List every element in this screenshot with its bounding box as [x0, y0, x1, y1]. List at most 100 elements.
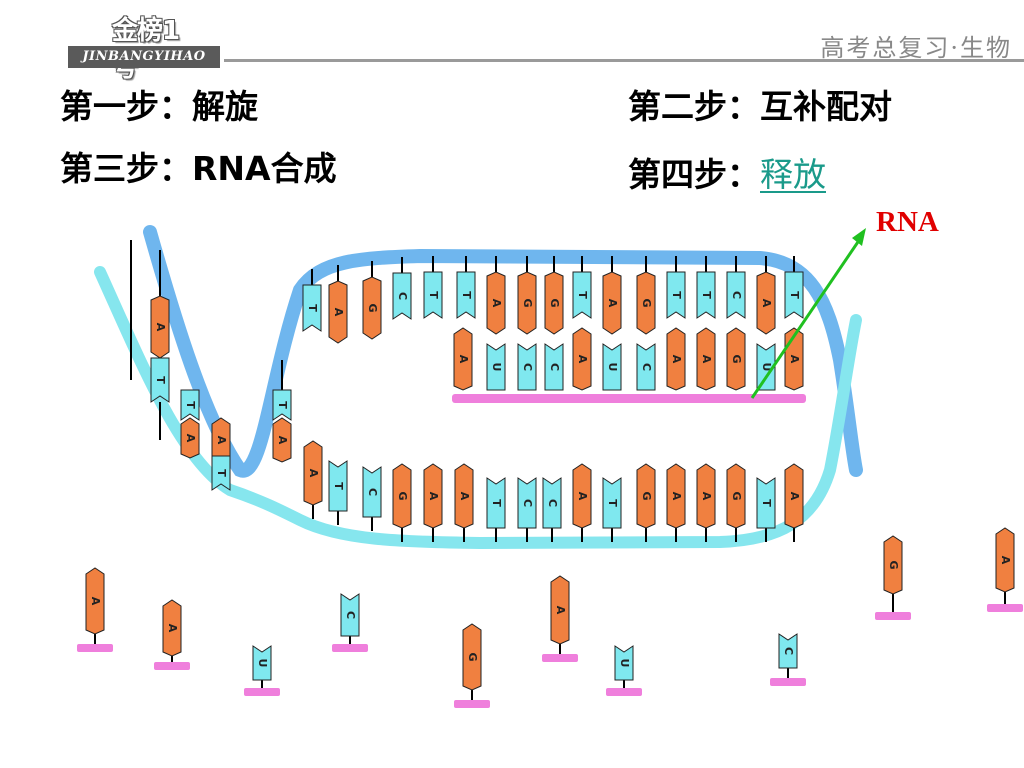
- rna-base-letter: C: [521, 363, 534, 371]
- free-nucleotide-letter: A: [89, 597, 102, 606]
- free-nucleotide: A: [162, 599, 182, 657]
- rna-base-letter: G: [730, 354, 743, 363]
- template-base: T: [784, 271, 804, 319]
- free-backbone: [606, 688, 642, 696]
- template-base: G: [636, 271, 656, 335]
- template-base-letter: T: [306, 304, 319, 312]
- coding-base-letter: A: [670, 492, 683, 501]
- coding-base-letter: G: [730, 491, 743, 500]
- template-base: G: [544, 271, 564, 335]
- free-backbone: [332, 644, 368, 652]
- rna-base: A: [453, 327, 473, 391]
- logo: 金榜1号 JINBANGYIHAO: [68, 8, 224, 83]
- free-nucleotide-letter: A: [999, 556, 1012, 565]
- template-base-letter: G: [521, 298, 534, 307]
- course-title: 高考总复习·生物: [820, 34, 1012, 62]
- step-4: 第四步：释放: [628, 148, 826, 196]
- coding-base-letter: C: [521, 499, 534, 507]
- rna-base-letter: A: [670, 355, 683, 364]
- template-base-letter: G: [366, 303, 379, 312]
- coding-base-letter: A: [427, 492, 440, 501]
- template-base-letter: T: [460, 291, 473, 299]
- coding-base: G: [726, 463, 746, 529]
- rna-base: U: [602, 343, 622, 391]
- rna-base-letter: C: [548, 363, 561, 371]
- rna-arrow: [750, 235, 864, 399]
- rna-base-letter: A: [700, 355, 713, 364]
- coding-base-letter: C: [546, 499, 559, 507]
- template-strand: [143, 225, 863, 478]
- coding-base-letter: T: [606, 499, 619, 507]
- free-backbone: [244, 688, 280, 696]
- unwinding-base: T: [211, 455, 231, 491]
- template-base-letter: A: [760, 299, 773, 308]
- logo-subtitle: JINBANGYIHAO: [68, 46, 220, 68]
- rna-backbone: [452, 394, 806, 403]
- template-base-letter: A: [332, 308, 345, 317]
- free-backbone: [770, 678, 806, 686]
- coding-base-letter: A: [700, 492, 713, 501]
- rna-arrowhead: [852, 228, 866, 246]
- coding-base: T: [328, 460, 348, 512]
- free-nucleotide-letter: U: [618, 659, 631, 668]
- rna-base: C: [636, 343, 656, 391]
- free-nucleotide: A: [550, 575, 570, 645]
- template-base-letter: A: [606, 299, 619, 308]
- template-base: T: [666, 271, 686, 319]
- rna-base-letter: U: [606, 363, 619, 372]
- rna-base: G: [726, 327, 746, 391]
- coding-base: T: [486, 477, 506, 529]
- unwinding-base: T: [272, 389, 292, 421]
- rna-base: C: [544, 343, 564, 391]
- unwinding-base-letter: T: [154, 376, 167, 384]
- coding-base-letter: T: [760, 499, 773, 507]
- coding-base: A: [454, 463, 474, 529]
- free-nucleotide-letter: G: [466, 652, 479, 661]
- unwinding-base: A: [272, 417, 292, 463]
- free-backbone: [875, 612, 911, 620]
- coding-base-letter: T: [490, 499, 503, 507]
- coding-base-letter: A: [307, 469, 320, 478]
- unwinding-base-letter: T: [184, 401, 197, 409]
- free-nucleotide-letter: C: [782, 647, 795, 655]
- free-nucleotide: C: [340, 593, 360, 637]
- template-base-letter: T: [576, 291, 589, 299]
- coding-base: C: [517, 477, 537, 529]
- unwinding-base-letter: A: [276, 436, 289, 445]
- step-3-value: RNA合成: [192, 149, 337, 188]
- coding-base: A: [303, 440, 323, 506]
- step-4-link[interactable]: 释放: [760, 155, 826, 194]
- free-nucleotide: A: [85, 567, 105, 635]
- rna-base-letter: U: [490, 363, 503, 372]
- template-base-letter: T: [788, 291, 801, 299]
- coding-base: A: [423, 463, 443, 529]
- rna-label: RNA: [876, 206, 939, 238]
- rna-base: U: [756, 343, 776, 391]
- template-base: A: [602, 271, 622, 335]
- unwinding-base: A: [180, 417, 200, 459]
- template-base: G: [517, 271, 537, 335]
- coding-base-letter: G: [396, 491, 409, 500]
- free-nucleotide-letter: G: [887, 560, 900, 569]
- coding-base-letter: C: [366, 488, 379, 496]
- template-base: C: [392, 272, 412, 320]
- free-backbone: [454, 700, 490, 708]
- template-base: C: [726, 271, 746, 319]
- template-base: T: [696, 271, 716, 319]
- unwinding-base: A: [150, 295, 170, 359]
- free-nucleotide-letter: U: [256, 659, 269, 668]
- free-backbone: [542, 654, 578, 662]
- rna-base: A: [666, 327, 686, 391]
- step-3: 第三步：RNA合成: [60, 142, 337, 190]
- rna-base-letter: U: [760, 363, 773, 372]
- header-divider: [224, 59, 1024, 62]
- coding-base-letter: T: [332, 482, 345, 490]
- rna-base-letter: A: [576, 355, 589, 364]
- unwinding-base-letter: A: [184, 434, 197, 443]
- template-base: A: [328, 280, 348, 344]
- free-nucleotide-letter: A: [554, 606, 567, 615]
- free-nucleotide: A: [995, 527, 1015, 593]
- unwinding-base: T: [150, 357, 170, 403]
